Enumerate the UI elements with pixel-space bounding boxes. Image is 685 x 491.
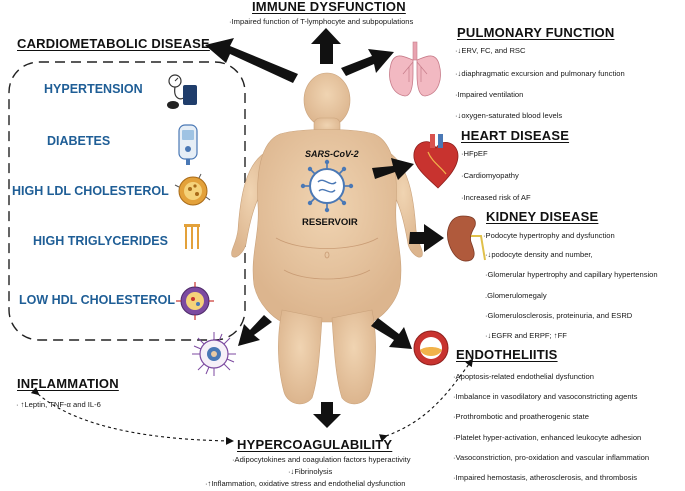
hypercoag-line: ·↑Inflammation, oxidative stress and end… <box>205 479 406 488</box>
triglyceride-icon <box>184 224 200 249</box>
ldl-particle-icon <box>174 173 211 206</box>
pulmonary-title: PULMONARY FUNCTION <box>457 25 615 40</box>
pulmonary-line: ·↓oxygen-saturated blood levels <box>455 111 563 120</box>
inflammatory-cell-icon <box>192 332 236 376</box>
glucose-meter-icon <box>178 124 198 165</box>
reservoir-label: RESERVOIR <box>302 217 358 228</box>
hypercoag-line: ·Adipocytokines and coagulation factors … <box>232 455 411 464</box>
body-folds <box>275 237 379 280</box>
inflammation-title: INFLAMMATION <box>17 376 119 391</box>
thick-arrows <box>205 28 444 428</box>
heart-line: ·Increased risk of AF <box>461 193 531 202</box>
cardiometabolic-item-high-ldl: HIGH LDL CHOLESTEROL <box>12 184 169 198</box>
virus-icon <box>300 159 354 213</box>
kidney-icon <box>447 215 486 262</box>
kidney-line: ·↓podocyte density and number, <box>485 250 593 259</box>
body-silhouette <box>231 72 423 405</box>
endotheliitis-line: ·Impaired hemostasis, atherosclerosis, a… <box>453 473 638 482</box>
endotheliitis-line: ·Apoptosis-related endothelial dysfuncti… <box>453 372 594 381</box>
immune-line: ·Impaired function of T-lymphocyte and s… <box>229 17 414 26</box>
heart-line: ·HFpEF <box>461 149 488 158</box>
dashed-connectors <box>30 358 474 445</box>
heart-line: ·Cardiomyopathy <box>461 171 519 180</box>
cardiometabolic-item-low-hdl: LOW HDL CHOLESTEROL <box>19 293 176 307</box>
hdl-particle-icon <box>176 282 214 320</box>
cardiometabolic-title: CARDIOMETABOLIC DISEASE <box>17 36 210 51</box>
cardiometabolic-box <box>8 61 246 341</box>
kidney-line: ·Glomerular hypertrophy and capillary hy… <box>485 270 658 279</box>
heart-title: HEART DISEASE <box>461 128 570 143</box>
virus-label: SARS-CoV-2 <box>305 149 359 159</box>
endotheliitis-title: ENDOTHELIITIS <box>456 347 558 362</box>
cardiometabolic-item-diabetes: DIABETES <box>47 134 111 148</box>
kidney-line: ·↓EGFR and ERPF; ↑FF <box>485 331 567 340</box>
immune-title: IMMUNE DYSFUNCTION <box>252 0 406 14</box>
heart-icon <box>413 134 459 189</box>
cardiometabolic-item-high-triglycerides: HIGH TRIGLYCERIDES <box>33 234 168 248</box>
endotheliitis-line: ·Platelet hyper-activation, enhanced leu… <box>453 433 642 442</box>
hypercoag-line: ·↓Fibrinolysis <box>288 467 333 476</box>
kidney-line: .Glomerulomegaly <box>485 291 547 300</box>
pulmonary-line: ·↓diaphragmatic excursion and pulmonary … <box>455 69 625 78</box>
blood-pressure-monitor-icon <box>167 74 197 109</box>
pulmonary-line: ·↓ERV, FC, and RSC <box>455 46 526 55</box>
pulmonary-line: ·Impaired ventilation <box>455 90 524 99</box>
endotheliitis-line: ·Vasoconstriction, pro-oxidation and vas… <box>453 453 650 462</box>
hypercoag-title: HYPERCOAGULABILITY <box>237 437 393 452</box>
kidney-line: ·Glomerulosclerosis, proteinuria, and ES… <box>485 311 633 320</box>
cardiometabolic-item-hypertension: HYPERTENSION <box>44 82 143 96</box>
endotheliitis-line: ·Prothrombotic and proatherogenic state <box>453 412 589 421</box>
kidney-title: KIDNEY DISEASE <box>486 209 599 224</box>
inflammation-line: · ↑Leptin, TNF-α and IL-6 <box>16 400 101 409</box>
artery-icon <box>413 330 449 366</box>
kidney-line: ·Podocyte hypertrophy and dysfunction <box>483 231 615 240</box>
lungs-icon <box>389 41 441 97</box>
endotheliitis-line: ·Imbalance in vasodilatory and vasoconst… <box>453 392 638 401</box>
